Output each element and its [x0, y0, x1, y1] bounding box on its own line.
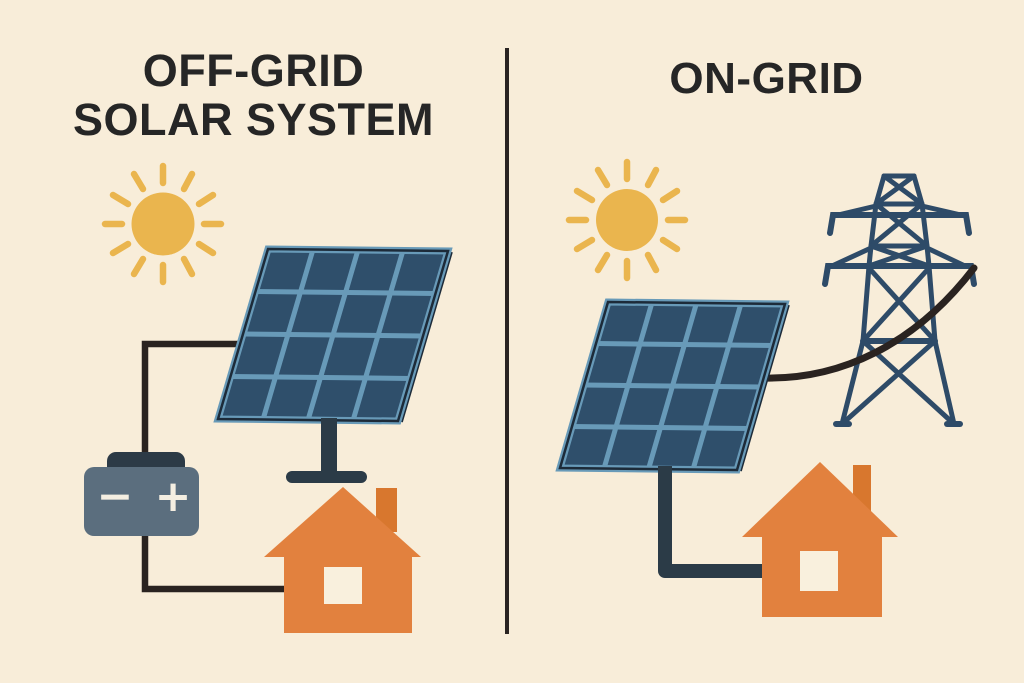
off-grid-illustration: − +: [84, 162, 453, 633]
divider-line: [505, 48, 509, 634]
house-roof: [264, 487, 421, 557]
wire-panel-to-battery: [141, 340, 240, 455]
house-shape: [264, 487, 421, 633]
panel-outline-right: [558, 300, 787, 472]
panel-outline: [216, 247, 450, 423]
tower-arm-upper: [827, 212, 972, 236]
panel-grid-lines-right: [571, 301, 774, 471]
wire-panel-to-tower: [759, 264, 978, 382]
chimney: [376, 488, 397, 532]
battery-icon: − +: [84, 452, 199, 536]
solar-panel-icon-right: [555, 298, 790, 578]
panel-grid-lines: [230, 248, 436, 422]
off-grid-title-line1: OFF-GRID: [142, 45, 365, 96]
house-window-right: [800, 551, 838, 591]
tower-arm-lower: [822, 263, 977, 287]
house-window: [324, 567, 362, 604]
transmission-tower-icon: [822, 173, 977, 427]
solar-panel-icon: [213, 245, 453, 483]
on-grid-illustration: [555, 158, 978, 617]
on-grid-title: ON-GRID: [509, 55, 1024, 103]
battery-minus-symbol: −: [97, 471, 134, 522]
house-icon-right: [742, 462, 898, 617]
wire-battery-to-house: [141, 532, 290, 593]
battery-plus-symbol: +: [155, 471, 192, 522]
sun-icon: [101, 162, 225, 286]
sun-disc: [131, 192, 195, 256]
panel-stand: [286, 418, 367, 483]
house-shape-right: [742, 462, 898, 617]
sun-rays-right: [565, 158, 689, 282]
on-grid-title-text: ON-GRID: [669, 54, 864, 103]
sun-disc-right: [596, 189, 658, 251]
sun-rays: [101, 162, 225, 286]
house-icon: [264, 487, 421, 633]
off-grid-title-line2: SOLAR SYSTEM: [72, 94, 435, 145]
off-grid-title: OFF-GRID SOLAR SYSTEM: [0, 46, 507, 144]
house-roof-right: [742, 462, 898, 537]
battery-body: [84, 467, 199, 536]
off-grid-wires: [141, 340, 290, 593]
panel-stand-wire-right: [658, 466, 764, 578]
sun-icon-right: [565, 158, 689, 282]
